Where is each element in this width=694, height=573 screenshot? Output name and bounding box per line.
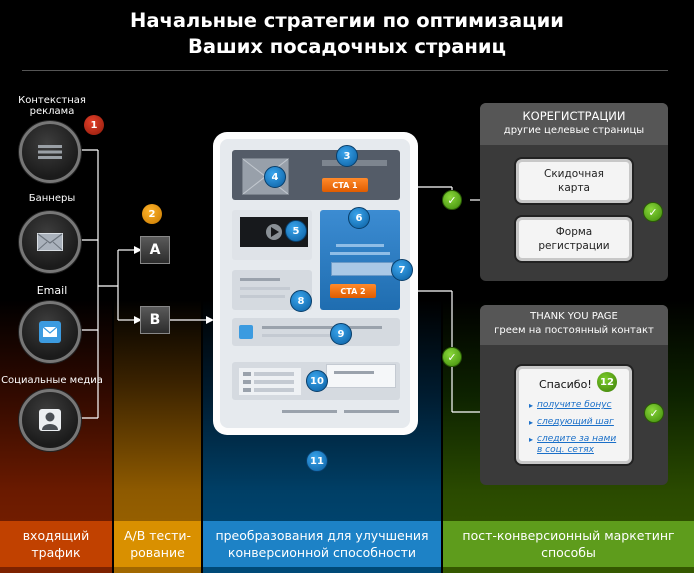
social-link-line2[interactable]: в соц. сетях: [537, 445, 594, 455]
content-line: [240, 287, 290, 290]
band-conversion-improvements: преобразования для улучшения конверсионно…: [203, 521, 441, 567]
band-blue-line1: преобразования для улучшения: [215, 528, 429, 543]
source-label-social: Социальные медиа: [1, 375, 103, 386]
source-label-email: Email: [36, 284, 68, 297]
source-label-context: Контекстная реклама: [18, 95, 86, 117]
band-red-line2: трафик: [31, 545, 81, 560]
badge-3: 3: [336, 145, 358, 167]
band-ab-testing: A/B тести-рование: [114, 521, 201, 567]
band-post-conversion: пост-конверсионный маркетинг способы: [443, 521, 694, 567]
play-icon: [266, 224, 282, 240]
registration-card-line2: регистрации: [538, 240, 610, 252]
title-divider: [22, 70, 668, 71]
registration-form-card[interactable]: Форма регистрации: [516, 217, 632, 261]
form-line: [336, 244, 384, 247]
source-banners[interactable]: [19, 211, 81, 273]
check-icon: ✓: [644, 403, 664, 423]
thankyou-header: THANK YOU PAGE греем на постоянный конта…: [480, 305, 668, 345]
content-line: [240, 278, 280, 281]
comment-bubble: [326, 364, 396, 388]
source-social-media[interactable]: [19, 389, 81, 451]
registration-card-line1: Форма: [555, 226, 593, 238]
badge-7: 7: [391, 259, 413, 281]
thankyou-card: Спасибо! ▸ получите бонус ▸ следующий ша…: [516, 366, 632, 464]
source-context-ads[interactable]: [19, 121, 81, 183]
discount-card-line1: Скидочная: [543, 168, 604, 180]
person-icon: [39, 409, 61, 431]
bottom-list-block: [239, 368, 301, 395]
next-step-link[interactable]: следующий шаг: [537, 417, 614, 427]
badge-9: 9: [330, 323, 352, 345]
page-title: Начальные стратегии по оптимизации Ваших…: [0, 8, 694, 60]
footer-line: [282, 410, 337, 413]
discount-card[interactable]: Скидочная карта: [516, 159, 632, 203]
band-orange-line1: A/B тести-: [123, 528, 192, 543]
badge-12: 12: [597, 372, 617, 392]
check-icon: ✓: [442, 347, 462, 367]
footer-line: [344, 410, 399, 413]
badge-10: 10: [306, 370, 328, 392]
source-label-banners: Баннеры: [28, 193, 76, 204]
social-share-row: [232, 318, 400, 346]
title-line-1: Начальные стратегии по оптимизации: [130, 9, 564, 32]
bonus-link[interactable]: получите бонус: [537, 400, 612, 410]
band-red-line1: входящий: [22, 528, 90, 543]
twitter-icon[interactable]: [239, 325, 253, 339]
badge-4: 4: [264, 166, 286, 188]
coregistration-title: КОРЕГИСТРАЦИИ: [522, 109, 626, 123]
thankyou-subtitle: греем на постоянный контакт: [494, 325, 654, 336]
bullet-icon: ▸: [529, 418, 534, 427]
comment-line: [334, 371, 374, 374]
source-email[interactable]: [19, 301, 81, 363]
band-green-line2: способы: [541, 545, 596, 560]
social-link-line1[interactable]: следите за нами: [537, 434, 617, 444]
content-line: [240, 295, 285, 298]
coregistration-subtitle: другие целевые страницы: [503, 125, 645, 136]
variant-a-box[interactable]: A: [140, 236, 170, 264]
band-blue-line2: конверсионной способности: [227, 545, 417, 560]
bullet-icon: ▸: [529, 401, 534, 410]
band-incoming-traffic: входящий трафик: [0, 521, 112, 567]
text-ad-icon: [38, 145, 62, 159]
check-icon: ✓: [442, 190, 462, 210]
title-line-2: Ваших посадочных страниц: [188, 35, 506, 58]
band-green-line1: пост-конверсионный маркетинг: [462, 528, 675, 543]
bullet-icon: ▸: [529, 435, 534, 444]
coregistration-header: КОРЕГИСТРАЦИИ другие целевые страницы: [480, 103, 668, 145]
badge-6: 6: [348, 207, 370, 229]
check-icon: ✓: [643, 202, 663, 222]
discount-card-line2: карта: [558, 182, 590, 194]
cta-2-button[interactable]: CTA 2: [330, 284, 376, 298]
social-follow-link[interactable]: следите за нами в соц. сетях: [537, 434, 616, 456]
form-input-field[interactable]: [331, 262, 393, 276]
badge-1: 1: [84, 115, 104, 135]
cta-1-button[interactable]: CTA 1: [322, 178, 368, 192]
badge-5: 5: [285, 220, 307, 242]
variant-b-box[interactable]: B: [140, 306, 170, 334]
list-lines: [243, 372, 294, 392]
share-line: [262, 326, 382, 329]
share-line: [262, 334, 352, 337]
email-icon: [39, 321, 61, 343]
envelope-banner-icon: [37, 233, 63, 251]
form-line: [330, 252, 390, 255]
thankyou-title: THANK YOU PAGE: [530, 311, 618, 322]
band-orange-line2: рование: [130, 545, 185, 560]
thankyou-card-title: Спасибо!: [539, 378, 592, 391]
badge-8: 8: [290, 290, 312, 312]
badge-2: 2: [142, 204, 162, 224]
badge-11: 11: [306, 450, 328, 472]
